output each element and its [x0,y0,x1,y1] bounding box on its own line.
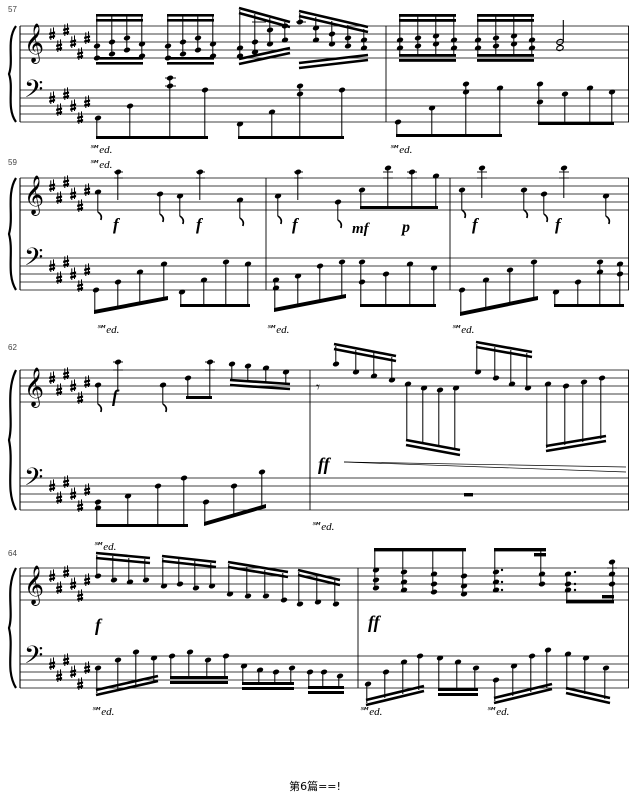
pedal-mark: ℠ed. [310,521,334,533]
measure-number: 57 [8,5,17,14]
treble-notes [94,164,611,229]
bass-staff [20,89,629,123]
dynamic-marking: f [112,386,120,406]
treble-notes [93,6,565,70]
measure-number: 59 [8,158,17,167]
dynamic-marking: f [113,215,121,234]
dynamic-marking: p [400,219,410,236]
pedal-mark: ℠ed. [450,324,474,336]
dynamic-marking: f [95,615,103,635]
whole-rest [464,493,473,497]
system-2: 59 𝄞 𝄢 [7,158,629,336]
measure-number: 62 [8,343,17,352]
diminuendo-hairpin [343,461,627,473]
dynamic-marking: f [196,215,204,234]
treble-clef-icon: 𝄞 [24,566,44,606]
pedal-mark: ℠ed. [88,159,112,171]
dynamic-marking: f [555,215,563,234]
bass-notes [94,74,616,139]
pedal-mark: ℠ed. [90,706,114,718]
pedal-mark: ℠ed. [358,706,382,718]
brace [7,567,17,689]
system-4: 64 𝄞 𝄢 [7,541,629,718]
treble-clef-icon: 𝄞 [24,368,44,408]
bass-notes [94,646,611,707]
treble-staff [20,567,629,601]
treble-staff [20,177,629,211]
dynamic-marking: mf [352,221,371,237]
brace [7,177,17,291]
dynamic-marking: ff [318,454,332,474]
page-footer: 第6篇==! [289,780,341,793]
bass-staff [20,257,629,291]
bass-clef-icon: 𝄢 [24,464,43,497]
dynamic-marking: f [472,215,480,234]
treble-notes [94,548,617,608]
bass-notes [94,468,473,527]
system-3: 62 𝄞 𝄢 [7,340,629,533]
dynamic-marking: f [292,215,300,234]
treble-notes: 𝄾 [94,340,607,457]
bass-notes [92,258,624,316]
treble-clef-icon: 𝄞 [24,24,44,64]
eighth-rest-icon: 𝄾 [316,380,320,396]
bass-clef-icon: 𝄢 [24,76,43,109]
treble-clef-icon: 𝄞 [24,176,44,216]
system-1: 57 𝄞 𝄢 [7,5,629,156]
pedal-mark: ℠ed. [95,324,119,336]
bass-staff [20,477,629,511]
dynamic-marking: ff [368,612,382,632]
bass-clef-icon: 𝄢 [24,244,43,277]
pedal-mark: ℠ed. [88,144,112,156]
brace [7,369,17,511]
pedal-mark: ℠ed. [388,144,412,156]
pedal-mark: ℠ed. [265,324,289,336]
brace [7,25,17,123]
pedal-mark: ℠ed. [92,541,116,553]
measure-number: 64 [8,549,17,558]
bass-clef-icon: 𝄢 [24,642,43,675]
pedal-mark: ℠ed. [485,706,509,718]
